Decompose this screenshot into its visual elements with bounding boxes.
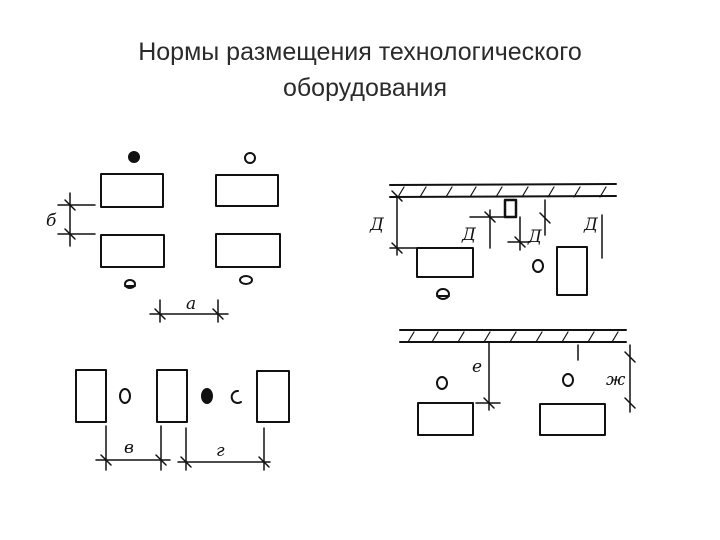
machine	[417, 402, 474, 436]
dimension-label-e: е	[472, 357, 482, 377]
operator-marker	[128, 151, 140, 163]
machine	[100, 173, 164, 208]
dimension-label-d-2: Д	[461, 225, 477, 245]
dimension-label-d-4: Д	[583, 215, 599, 235]
dimension-label-g: г	[216, 441, 225, 461]
dimension-d-right	[539, 199, 603, 259]
machine	[556, 246, 588, 296]
dimension-label-d-1: Д	[369, 215, 385, 235]
dimension-d-vertical	[389, 190, 417, 256]
layout-near-wall-bottom: е ж	[399, 329, 636, 436]
dimension-d-under-column	[507, 216, 531, 251]
operator-marker	[562, 373, 574, 387]
operator-marker	[239, 275, 253, 285]
machine	[100, 234, 165, 268]
machine	[75, 369, 107, 423]
title-line-1: Нормы размещения технологического	[138, 38, 582, 66]
machine	[539, 403, 606, 436]
layout-near-wall-top: Д Д Д Д	[369, 183, 617, 300]
dimension-zh	[577, 344, 636, 413]
dimension-d-to-column	[469, 209, 511, 249]
dimension-e	[475, 341, 501, 411]
dimension-v	[95, 425, 171, 471]
operator-marker	[436, 376, 448, 390]
layout-grid-four-machines: б а	[46, 151, 281, 323]
slide-title: Нормы размещения технологического оборуд…	[0, 34, 720, 106]
operator-marker	[230, 390, 242, 404]
operator-marker	[244, 152, 256, 164]
dimension-label-zh: ж	[606, 370, 626, 390]
wall	[389, 183, 617, 198]
machine	[256, 370, 290, 423]
layout-row-three-machines: в г	[75, 369, 290, 471]
machine	[215, 233, 281, 268]
machine	[416, 247, 474, 278]
operator-marker	[532, 259, 544, 273]
dimension-b	[57, 192, 96, 247]
dimension-label-v: в	[124, 438, 134, 458]
operator-marker	[436, 288, 450, 300]
operator-marker	[124, 279, 136, 289]
wall	[399, 329, 627, 343]
operator-marker	[119, 388, 131, 404]
machine	[156, 369, 188, 423]
dimension-label-b: б	[46, 211, 57, 231]
column	[503, 198, 518, 219]
dimension-g	[177, 427, 271, 471]
title-line-2: оборудования	[282, 74, 448, 102]
operator-marker	[201, 388, 213, 404]
dimension-label-d-3: Д	[527, 227, 543, 247]
dimension-a	[149, 299, 229, 323]
dimension-label-a: а	[186, 294, 196, 314]
machine	[215, 174, 279, 207]
